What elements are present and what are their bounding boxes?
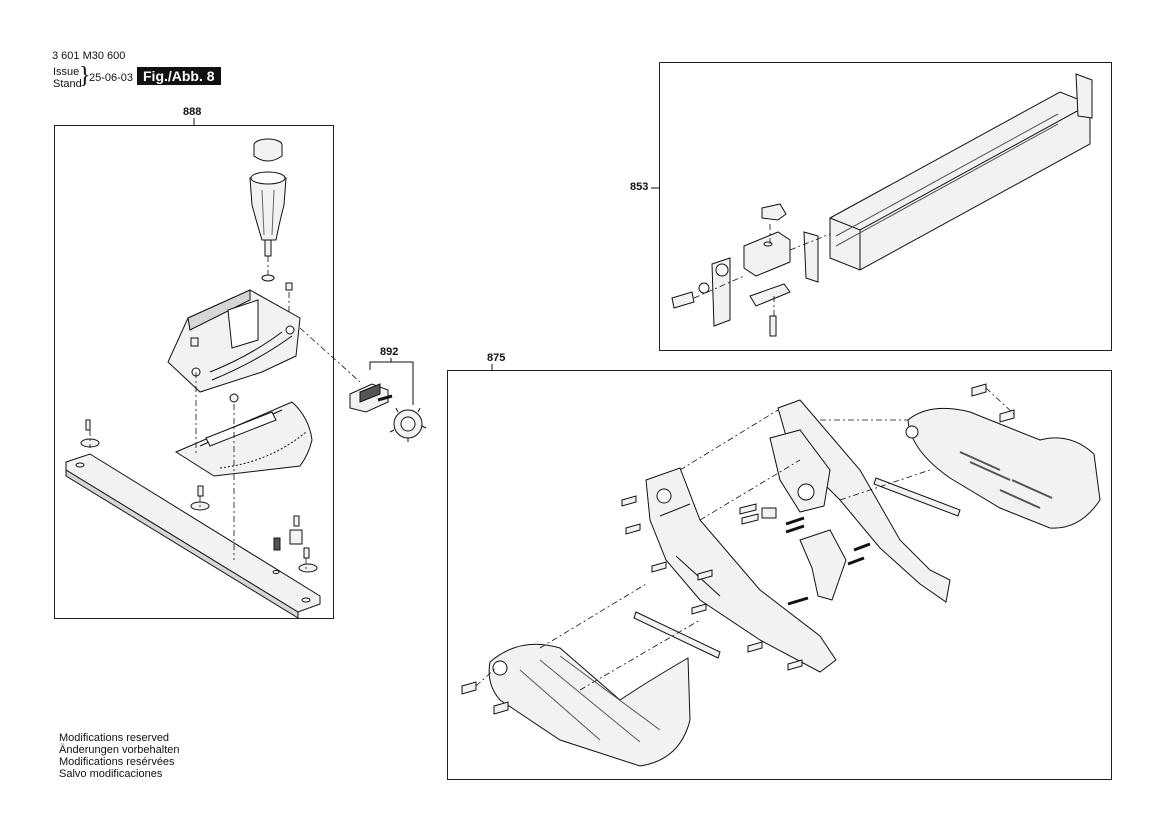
issue-label: Issue (53, 66, 80, 78)
fence-end-cap (1075, 73, 1093, 119)
callout-892: 892 (380, 346, 399, 358)
washer (261, 274, 275, 282)
brace-icon: } (79, 63, 91, 89)
fence-rail (829, 91, 1091, 271)
fence-end-cap-front (803, 231, 819, 283)
footer-de: Änderungen vorbehalten (59, 744, 180, 756)
issue-date: 25-06-03 (89, 72, 134, 84)
screw (285, 282, 293, 291)
figure-label: Fig./Abb. 8 (137, 67, 221, 85)
fence-plate (749, 283, 791, 307)
guard-bracket (769, 429, 831, 513)
clamp-block (289, 529, 303, 545)
blade-shield (799, 529, 847, 601)
fence-screw (769, 315, 777, 337)
callout-875: 875 (487, 352, 506, 364)
fence-bolt (671, 291, 695, 309)
doc-number: 3 601 M30 600 (52, 50, 126, 62)
callout-853: 853 (630, 181, 649, 193)
riving-knife-arm (777, 399, 951, 603)
set-screw (273, 537, 281, 551)
footer-en: Modifications reserved (59, 732, 170, 744)
fence-washer (698, 282, 710, 294)
guard-right-half (907, 407, 1101, 529)
guard-link-upper (873, 477, 961, 517)
blade-guard-assembly (461, 383, 1101, 767)
footer-es: Salvo modificaciones (59, 768, 163, 780)
guard-link-lower (633, 611, 721, 659)
mitre-gauge-assembly (65, 138, 321, 619)
guard-carrier (645, 467, 837, 673)
fence-clamp-block (743, 231, 791, 277)
guard-left-half (488, 643, 691, 767)
callout-888: 888 (183, 106, 202, 118)
footer-fr: Modifications resérvées (59, 756, 175, 768)
protractor-scale (174, 401, 313, 477)
assembly-853-frame (659, 62, 1112, 351)
guide-bar (65, 453, 321, 613)
handle-stud (264, 239, 272, 257)
clamp-assembly (349, 383, 427, 442)
rip-fence-assembly (671, 73, 1093, 337)
wing-nut (761, 203, 787, 221)
assembly-875-frame (447, 370, 1112, 780)
assembly-888-frame (54, 125, 334, 619)
protractor-screw (229, 393, 239, 403)
stand-label: Stand (53, 78, 82, 90)
